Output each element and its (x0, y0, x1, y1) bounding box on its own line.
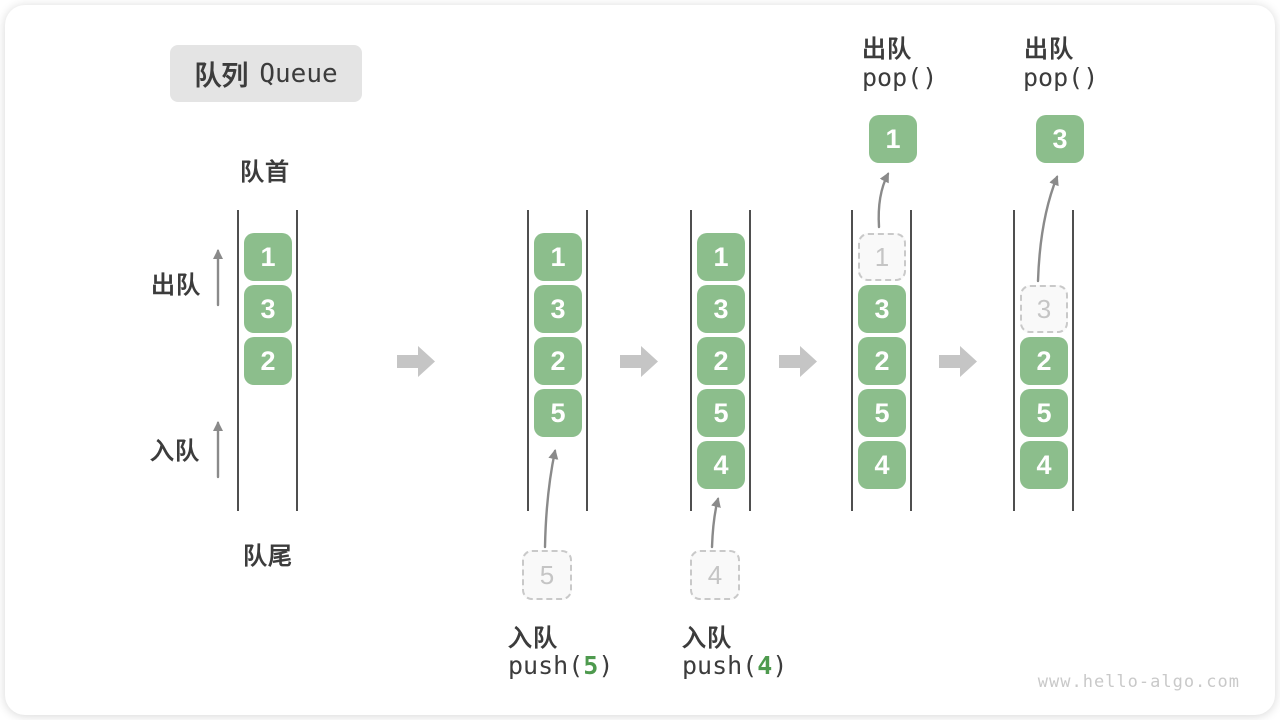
queue-cell: 3 (244, 285, 292, 333)
queue-cell: 5 (858, 389, 906, 437)
queue-cell: 4 (1020, 441, 1068, 489)
title-zh: 队列 (194, 61, 249, 91)
code-push-5: push(5) (508, 651, 613, 680)
incoming-cell: 5 (522, 550, 572, 600)
queue-cell: 4 (697, 441, 745, 489)
label-queue-rear: 队尾 (243, 543, 293, 570)
queue-cell: 1 (697, 233, 745, 281)
step-arrow-icon (779, 346, 817, 377)
code-pre: push( (508, 651, 584, 680)
queue-cell-ghost: 1 (858, 233, 906, 281)
queue-cell: 1 (244, 233, 292, 281)
push-4-arrow-icon (710, 497, 721, 549)
code-pop: pop() (862, 63, 938, 92)
watermark: www.hello-algo.com (1037, 672, 1240, 692)
code-pop: pop() (1023, 63, 1099, 92)
incoming-cell: 4 (690, 550, 740, 600)
popped-cell: 1 (869, 115, 917, 163)
queue-cell: 3 (697, 285, 745, 333)
queue-cell: 3 (534, 285, 582, 333)
queue-cell: 2 (244, 337, 292, 385)
queue-rail-4 (851, 210, 912, 511)
title-badge: 队列 Queue (170, 45, 362, 102)
code-post: ) (598, 651, 614, 680)
queue-cell: 4 (858, 441, 906, 489)
push-5-arrow-icon (543, 449, 559, 549)
popped-cell: 3 (1036, 115, 1084, 163)
queue-cell: 2 (534, 337, 582, 385)
label-queue-front: 队首 (240, 159, 290, 186)
queue-cell: 2 (697, 337, 745, 385)
pop-3-arrow-icon (1036, 175, 1059, 283)
queue-cell: 5 (1020, 389, 1068, 437)
step-arrow-icon (620, 346, 658, 377)
code-pre: push( (682, 651, 758, 680)
queue-rail-3 (690, 210, 751, 511)
queue-cell: 3 (858, 285, 906, 333)
queue-cell: 5 (697, 389, 745, 437)
label-dequeue-op: 出队 (1024, 36, 1074, 63)
code-arg: 5 (583, 651, 599, 680)
queue-rail-1 (237, 210, 298, 511)
label-dequeue-op: 出队 (862, 36, 912, 63)
label-dequeue-side: 出队 (151, 272, 201, 299)
queue-rail-5 (1013, 210, 1074, 511)
pop-1-arrow-icon (877, 172, 890, 229)
code-push-4: push(4) (682, 651, 787, 680)
queue-cell: 2 (858, 337, 906, 385)
queue-cell: 5 (534, 389, 582, 437)
label-enqueue-side: 入队 (150, 438, 200, 465)
step-arrow-icon (397, 346, 435, 377)
queue-cell: 2 (1020, 337, 1068, 385)
queue-cell-ghost: 3 (1020, 285, 1068, 333)
label-enqueue-op: 入队 (682, 625, 732, 652)
code-post: ) (772, 651, 788, 680)
queue-rail-2 (527, 210, 588, 511)
label-enqueue-op: 入队 (508, 625, 558, 652)
title-en: Queue (259, 58, 338, 89)
step-arrow-icon (939, 346, 977, 377)
queue-cell: 1 (534, 233, 582, 281)
code-arg: 4 (757, 651, 773, 680)
